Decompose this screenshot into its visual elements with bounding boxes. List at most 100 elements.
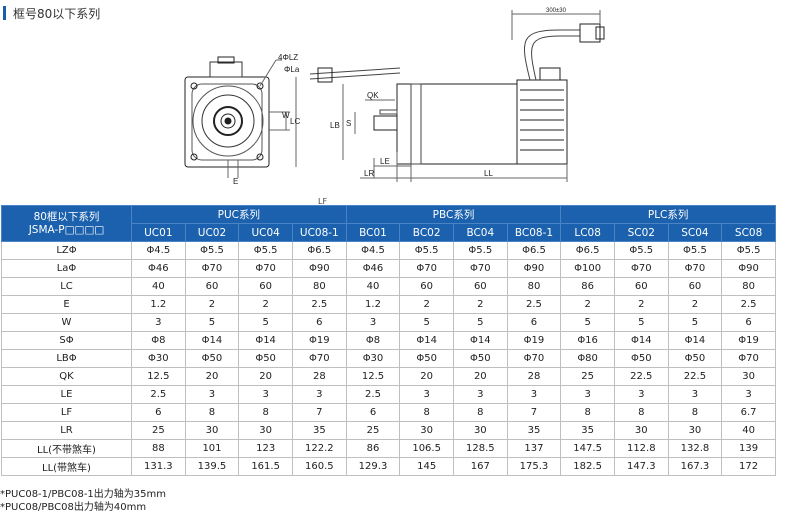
table-cell: 12.5 — [345, 367, 401, 386]
table-cell: 3 — [291, 385, 347, 404]
row-label: W — [1, 313, 132, 332]
title-accent-bar — [3, 6, 6, 20]
table-cell: 28 — [291, 367, 347, 386]
model-header: UC01 — [131, 223, 186, 242]
table-cell: 25 — [131, 421, 186, 440]
row-label: LL(不带煞车) — [1, 439, 132, 458]
table-cell: 6 — [345, 403, 401, 422]
label-s: S — [346, 119, 351, 128]
table-cell: Φ5.5 — [667, 241, 723, 260]
table-cell: 20 — [452, 367, 508, 386]
table-cell: Φ70 — [238, 259, 293, 278]
table-cell: 139 — [721, 439, 776, 458]
table-cell: Φ5.5 — [399, 241, 454, 260]
table-cell: 20 — [184, 367, 240, 386]
table-cell: 3 — [131, 313, 186, 332]
table-cell: 112.8 — [613, 439, 669, 458]
table-header-series: 80框以下系列 JSMA-P□□□□ — [1, 205, 132, 242]
table-cell: 147.5 — [560, 439, 615, 458]
table-cell: Φ50 — [667, 349, 723, 368]
table-cell: 3 — [613, 385, 669, 404]
table-cell: 88 — [131, 439, 186, 458]
table-cell: 35 — [291, 421, 347, 440]
table-cell: 2.5 — [506, 295, 562, 314]
front-inner — [191, 83, 263, 161]
table-cell: Φ50 — [399, 349, 454, 368]
table-cell: 30 — [238, 421, 293, 440]
label-cable-length: 300±30 — [546, 8, 567, 14]
table-cell: 1.2 — [131, 295, 186, 314]
label-lc: LC — [290, 117, 300, 126]
table-cell: Φ46 — [131, 259, 186, 278]
table-cell: Φ90 — [291, 259, 347, 278]
row-label: LR — [1, 421, 132, 440]
table-cell: 172 — [721, 457, 776, 476]
table-cell: Φ19 — [506, 331, 562, 350]
table-cell: 8 — [452, 403, 508, 422]
row-label: SΦ — [1, 331, 132, 350]
row-label: LC — [1, 277, 132, 296]
table-cell: 3 — [560, 385, 615, 404]
table-cell: 8 — [399, 403, 454, 422]
table-cell: Φ70 — [667, 259, 723, 278]
table-cell: Φ70 — [452, 259, 508, 278]
table-cell: 6 — [506, 313, 562, 332]
table-cell: Φ30 — [131, 349, 186, 368]
table-cell: Φ8 — [345, 331, 401, 350]
label-e: E — [233, 177, 238, 186]
table-cell: 8 — [560, 403, 615, 422]
label-lr: LR — [364, 169, 374, 178]
table-cell: Φ4.5 — [131, 241, 186, 260]
table-cell: 40 — [721, 421, 776, 440]
table-cell: 3 — [721, 385, 776, 404]
table-cell: Φ14 — [452, 331, 508, 350]
table-cell: Φ4.5 — [345, 241, 401, 260]
row-label: LE — [1, 385, 132, 404]
page-title-bar: 框号80以下系列 — [3, 5, 100, 21]
note-2: *PUC08/PBC08出力轴为40mm — [0, 502, 147, 513]
table-cell: Φ50 — [184, 349, 240, 368]
table-cell: 8 — [184, 403, 240, 422]
table-cell: 137 — [506, 439, 562, 458]
table-cell: 22.5 — [667, 367, 723, 386]
header-model-label: JSMA-P□□□□ — [28, 223, 105, 236]
table-cell: 2.5 — [721, 295, 776, 314]
table-cell: 80 — [721, 277, 776, 296]
table-cell: Φ90 — [506, 259, 562, 278]
table-cell: 3 — [452, 385, 508, 404]
table-cell: Φ8 — [131, 331, 186, 350]
table-cell: Φ5.5 — [184, 241, 240, 260]
table-cell: 161.5 — [238, 457, 293, 476]
row-label: E — [1, 295, 132, 314]
table-cell: 2 — [452, 295, 508, 314]
label-la: ΦLa — [284, 65, 300, 74]
table-cell: Φ14 — [238, 331, 293, 350]
table-cell: 2.5 — [345, 385, 401, 404]
table-cell: 60 — [238, 277, 293, 296]
table-cell: Φ70 — [721, 349, 776, 368]
table-cell: 167 — [452, 457, 508, 476]
model-header: UC04 — [238, 223, 293, 242]
table-cell: Φ90 — [721, 259, 776, 278]
model-header: BC08-1 — [506, 223, 562, 242]
table-cell: 3 — [399, 385, 454, 404]
table-cell: 5 — [613, 313, 669, 332]
table-cell: Φ14 — [399, 331, 454, 350]
table-cell: 167.3 — [667, 457, 723, 476]
table-cell: Φ19 — [291, 331, 347, 350]
page-title: 框号80以下系列 — [13, 6, 101, 21]
label-le: LE — [380, 157, 390, 166]
table-cell: Φ50 — [452, 349, 508, 368]
label-w: W — [282, 111, 290, 120]
row-label: LBΦ — [1, 349, 132, 368]
table-cell: Φ46 — [345, 259, 401, 278]
table-cell: 182.5 — [560, 457, 615, 476]
table-cell: Φ30 — [345, 349, 401, 368]
table-cell: 60 — [399, 277, 454, 296]
